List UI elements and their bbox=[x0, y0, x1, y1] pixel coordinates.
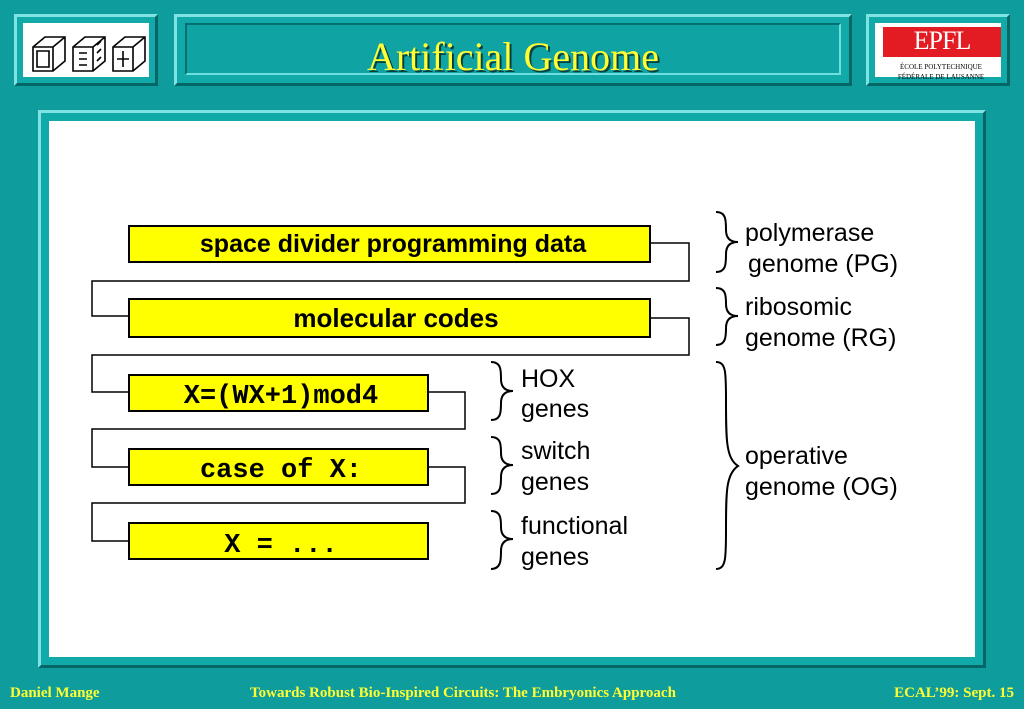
box-label-hox-rule: X=(WX+1)mod4 bbox=[184, 382, 378, 412]
label-functional: functional bbox=[521, 512, 628, 540]
label-polymerase: polymerase bbox=[745, 219, 874, 247]
connector-2-3 bbox=[91, 317, 690, 393]
brace-functional-icon bbox=[490, 510, 514, 570]
epfl-line-2: FÉDÉRALE DE LAUSANNE bbox=[897, 73, 985, 81]
brace-operative-icon bbox=[715, 361, 740, 570]
box-label-space-divider: space divider programming data bbox=[200, 230, 587, 258]
lab-logo-panel bbox=[14, 14, 158, 86]
brace-polymerase-icon bbox=[715, 211, 739, 273]
label-operative: operative bbox=[745, 442, 848, 470]
connector-lines bbox=[91, 242, 690, 542]
connector-3-4 bbox=[91, 391, 466, 468]
title-inset bbox=[185, 23, 841, 75]
connector-1-2 bbox=[91, 242, 690, 317]
box-label-molecular-codes: molecular codes bbox=[293, 303, 498, 333]
label-hox: HOX bbox=[521, 365, 576, 393]
footer-author: Daniel Mange bbox=[10, 685, 100, 701]
box-label-case: case of X: bbox=[200, 456, 362, 486]
label-switch: switch bbox=[521, 437, 590, 465]
brace-hox-icon bbox=[490, 361, 514, 421]
label-ribosomic: ribosomic bbox=[745, 293, 852, 321]
label-operative-genome: genome (OG) bbox=[745, 473, 898, 501]
box-hox-rule bbox=[128, 374, 429, 412]
epfl-line-1: ÉCOLE POLYTECHNIQUE bbox=[900, 63, 982, 71]
epfl-logo-text: EPFL bbox=[913, 26, 972, 55]
label-hox-genes: genes bbox=[521, 395, 589, 423]
epfl-mark-icon bbox=[883, 27, 1001, 57]
brace-switch-icon bbox=[490, 436, 514, 495]
label-switch-genes: genes bbox=[521, 468, 589, 496]
lab-logo bbox=[23, 23, 149, 77]
label-ribosomic-genome: genome (RG) bbox=[745, 324, 896, 352]
brace-ribosomic-icon bbox=[715, 287, 739, 346]
braces bbox=[490, 211, 740, 570]
box-molecular-codes bbox=[128, 298, 651, 338]
epfl-logo: EPFL ÉCOLE POLYTECHNIQUE FÉDÉRALE DE LAU… bbox=[875, 23, 1001, 81]
label-functional-genes: genes bbox=[521, 543, 589, 571]
cube-logo-icon bbox=[32, 36, 146, 72]
connector-4-5 bbox=[91, 466, 466, 542]
box-label-assign: X = ... bbox=[224, 531, 337, 561]
box-case bbox=[128, 448, 429, 486]
epfl-logo-panel: EPFL ÉCOLE POLYTECHNIQUE FÉDÉRALE DE LAU… bbox=[866, 14, 1010, 86]
genome-boxes: space divider programming data molecular… bbox=[128, 225, 651, 561]
box-assign bbox=[128, 522, 429, 560]
footer-talk-title: Towards Robust Bio-Inspired Circuits: Th… bbox=[250, 685, 676, 701]
title-panel: Artificial Genome bbox=[174, 14, 852, 86]
brace-labels: polymerase genome (PG) ribosomic genome … bbox=[521, 219, 898, 571]
footer-venue: ECAL’99: Sept. 15 bbox=[894, 685, 1014, 701]
label-polymerase-genome: genome (PG) bbox=[748, 250, 898, 278]
box-space-divider bbox=[128, 225, 651, 263]
slide-title: Artificial Genome bbox=[366, 34, 660, 79]
